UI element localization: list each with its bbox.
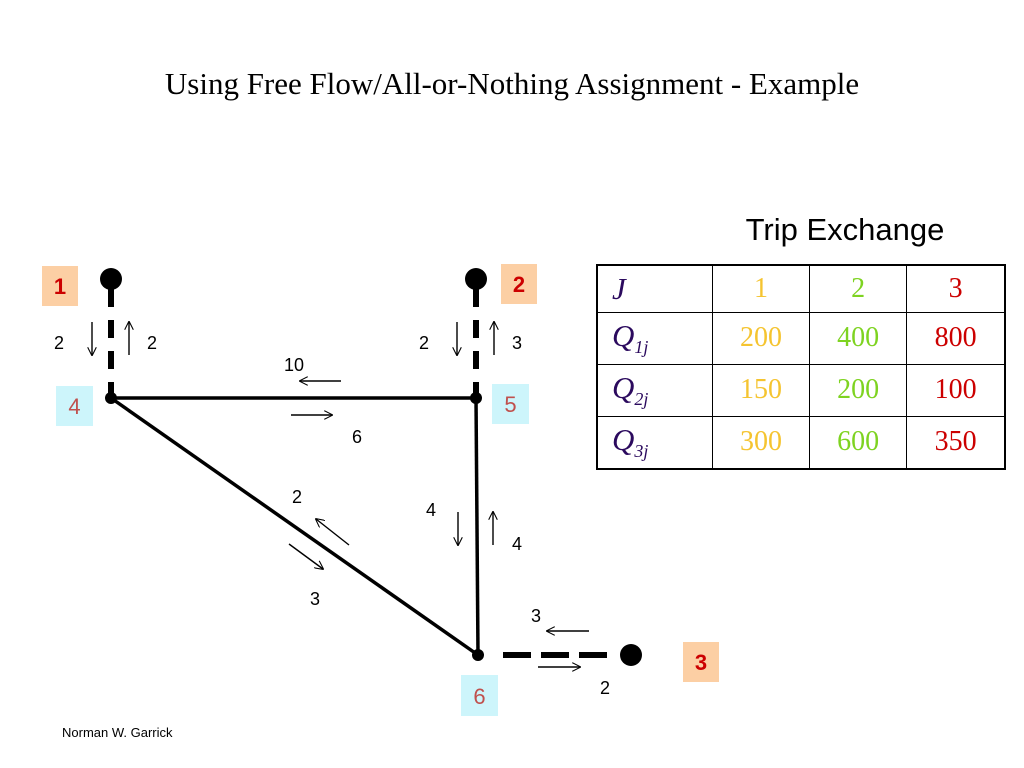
centroid-dot-2 [465, 268, 487, 290]
node-label-4: 4 [68, 394, 80, 419]
centroid-1: 1 [42, 266, 78, 306]
table-cell: 350 [906, 415, 1006, 470]
centroid-box-2 [501, 264, 537, 304]
node-4: 4 [56, 386, 93, 426]
table-row: Q1j 200 400 800 [596, 311, 1006, 365]
row-header: Q3j [596, 415, 713, 470]
table-cell: 800 [906, 311, 1006, 365]
node-label-6: 6 [473, 684, 485, 709]
label-c1-up: 2 [147, 333, 157, 353]
row-header-subscript: 1j [634, 337, 649, 358]
node-label-5: 5 [504, 392, 516, 417]
row-header-symbol: Q [612, 370, 635, 406]
node-dot-5 [470, 392, 482, 404]
node-dot-6 [472, 649, 484, 661]
centroid-label-2: 2 [513, 272, 525, 297]
slide-title: Using Free Flow/All-or-Nothing Assignmen… [164, 66, 860, 101]
table-cell: 200 [809, 363, 908, 417]
label-l63-right: 2 [600, 678, 610, 698]
row-header: Q1j [596, 311, 713, 365]
table-cell: 400 [809, 311, 908, 365]
node-box-5 [492, 384, 529, 424]
col-header-3: 3 [906, 264, 1006, 313]
centroid-3: 3 [683, 642, 719, 682]
label-l46-down: 3 [310, 589, 320, 609]
node-box-6 [461, 675, 498, 716]
centroid-label-1: 1 [54, 274, 66, 299]
arrow-l46-up [316, 519, 350, 546]
table-row: Q3j 300 600 350 [596, 415, 1006, 470]
label-c2-down: 2 [419, 333, 429, 353]
table-caption: Trip Exchange [745, 212, 945, 247]
label-l45-left: 10 [284, 355, 304, 375]
label-c2-up: 3 [512, 333, 522, 353]
table-cell: 200 [711, 311, 811, 365]
table-cell: 600 [809, 415, 908, 470]
link-4-6 [109, 396, 480, 657]
centroid-box-1 [42, 266, 78, 306]
node-5: 5 [492, 384, 529, 424]
row-header-symbol: Q [612, 318, 635, 354]
table-cell: 100 [906, 363, 1006, 417]
centroid-2: 2 [501, 264, 537, 304]
col-header-1: 1 [711, 264, 811, 313]
row-header: Q2j [596, 363, 713, 417]
label-l56-down: 4 [426, 500, 436, 520]
label-c1-down: 2 [54, 333, 64, 353]
row-header-subscript: 3j [634, 441, 649, 462]
table-corner: J [596, 264, 713, 313]
arrow-l46-down [288, 543, 323, 569]
row-header-symbol: Q [612, 422, 635, 458]
node-box-4 [56, 386, 93, 426]
node-dot-4 [105, 392, 117, 404]
table-header-row: J 1 2 3 [596, 264, 1006, 313]
link-5-6 [474, 397, 480, 656]
label-l45-right: 6 [352, 427, 362, 447]
label-l46-up: 2 [292, 487, 302, 507]
col-header-2: 2 [809, 264, 908, 313]
label-l56-up: 4 [512, 534, 522, 554]
trip-exchange-table: J 1 2 3 Q1j 200 400 800 Q2j 150 200 100 … [596, 264, 1006, 470]
centroid-dot-1 [100, 268, 122, 290]
centroid-label-3: 3 [695, 650, 707, 675]
centroid-box-3 [683, 642, 719, 682]
table-cell: 300 [711, 415, 811, 470]
table-cell: 150 [711, 363, 811, 417]
centroid-dot-3 [620, 644, 642, 666]
row-header-subscript: 2j [634, 389, 649, 410]
label-l63-left: 3 [531, 606, 541, 626]
footer-author: Norman W. Garrick [62, 725, 173, 740]
node-6: 6 [461, 675, 498, 716]
table-row: Q2j 150 200 100 [596, 363, 1006, 417]
